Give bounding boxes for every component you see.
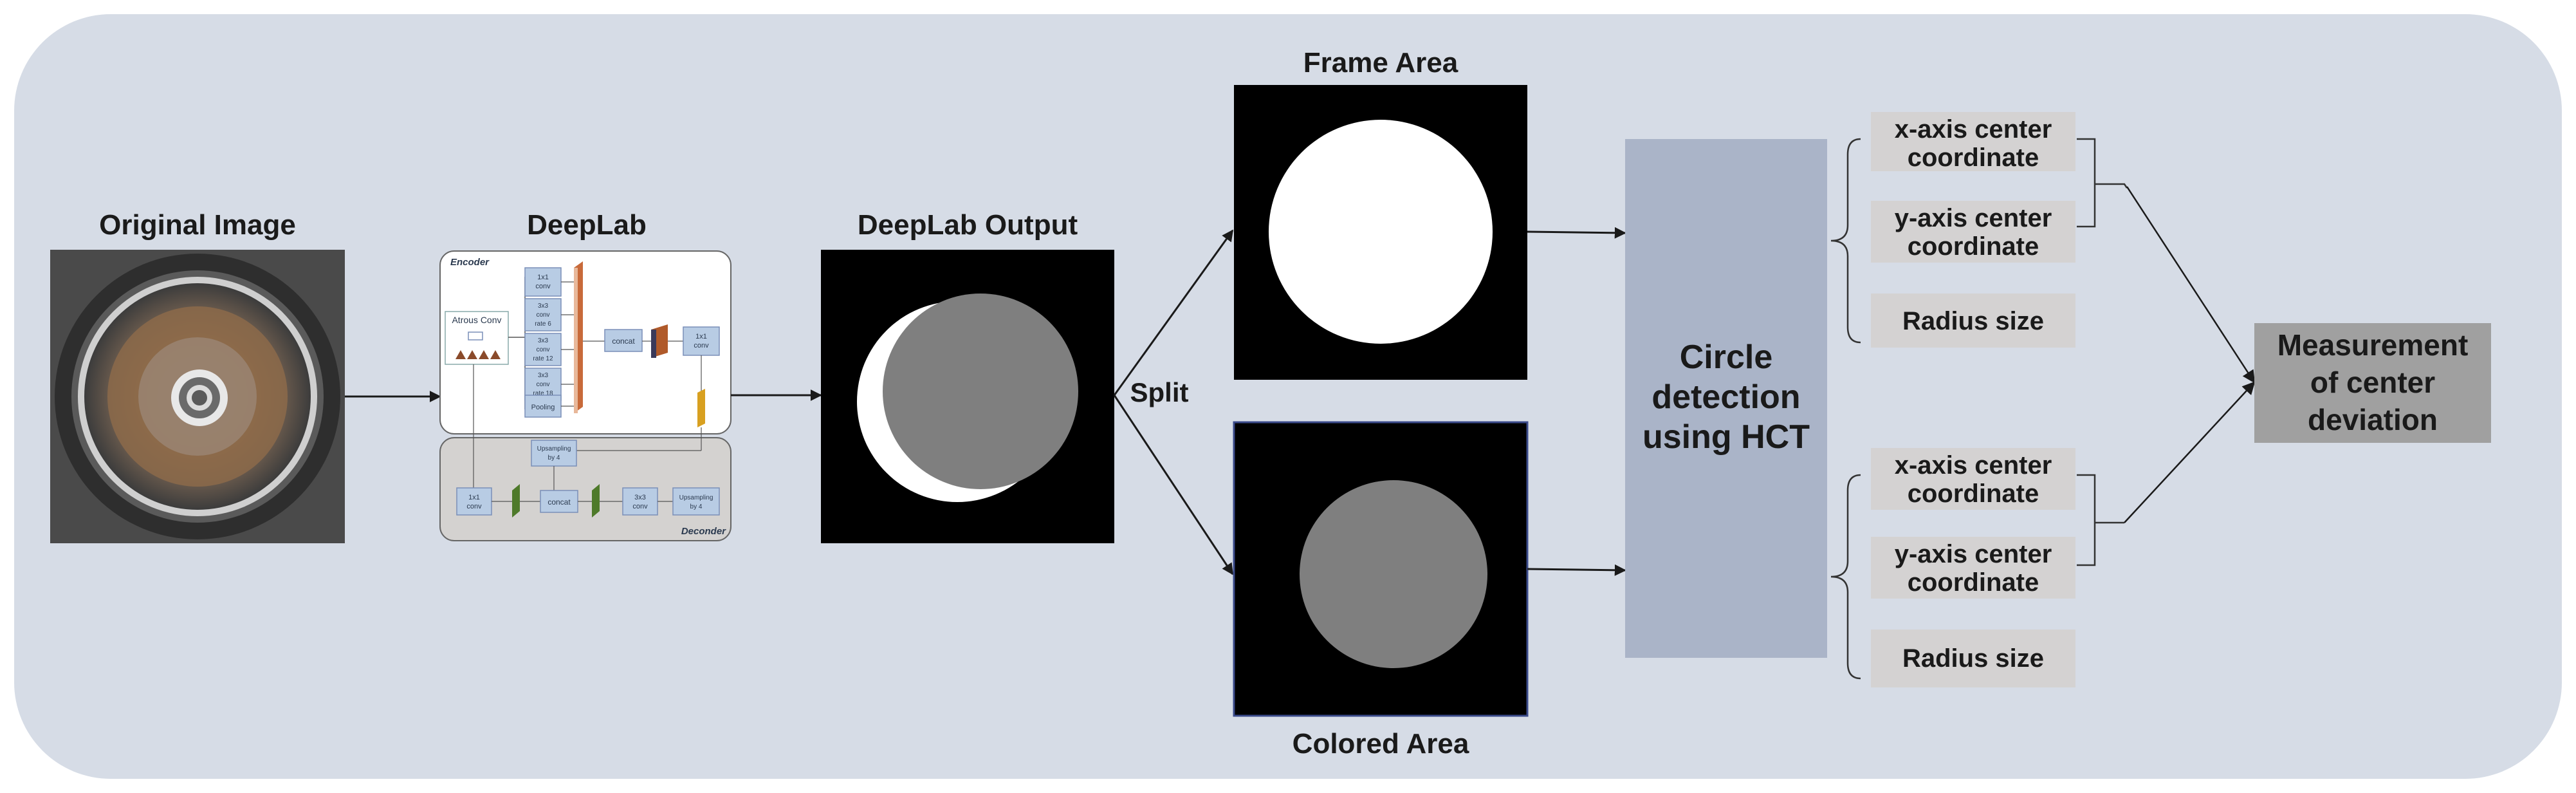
result-text-line2: of center bbox=[2310, 366, 2435, 399]
decoder-concat bbox=[540, 490, 578, 513]
decoder-1x1-conv bbox=[456, 487, 492, 516]
decoder-3x3-conv bbox=[622, 487, 658, 516]
encoder-output-block bbox=[697, 389, 705, 427]
decoder-3x3-text2: conv bbox=[632, 503, 648, 510]
encoder-concat-text: concat bbox=[612, 337, 635, 346]
frame-output-x-line2: coordinate bbox=[1908, 144, 2039, 172]
arrow-frame-to-hct bbox=[1527, 227, 1626, 239]
decoder-upsample-top-text1: Upsampling bbox=[537, 445, 571, 452]
decoder-label: Deconder bbox=[681, 526, 726, 537]
frame-output-x bbox=[1871, 112, 2075, 171]
frame-output-y bbox=[1871, 201, 2075, 263]
frame-area-image bbox=[1234, 85, 1527, 380]
branch-rate12-text1: 3x3 bbox=[538, 337, 549, 344]
frame-output-radius-label: Radius size bbox=[1902, 307, 2044, 335]
hct-box bbox=[1625, 139, 1827, 658]
atrous-conv-label: Atrous Conv bbox=[452, 315, 501, 325]
encoder-concat bbox=[604, 329, 643, 352]
decoder-upsample-bottom bbox=[672, 487, 720, 516]
encoder-label: Encoder bbox=[450, 257, 490, 268]
original-image-title: Original Image bbox=[99, 209, 296, 241]
hct-text-line2: detection bbox=[1651, 378, 1800, 416]
branch-rate6-text1: 3x3 bbox=[538, 303, 549, 310]
branch-rate12 bbox=[524, 333, 562, 366]
decoder-1x1-text2: conv bbox=[466, 503, 482, 510]
hct-text-line1: Circle bbox=[1680, 339, 1773, 376]
decoder-concat-text: concat bbox=[547, 498, 571, 507]
split-label: Split bbox=[1130, 377, 1189, 407]
decoder-upsample-bottom-text2: by 4 bbox=[690, 503, 703, 510]
colored-output-y-line1: y-axis center bbox=[1895, 540, 2052, 568]
colored-output-radius-label: Radius size bbox=[1902, 644, 2044, 673]
branch-1x1-conv-text2: conv bbox=[535, 283, 551, 290]
result-text-line1: Measurement bbox=[2277, 328, 2469, 362]
deeplab-architecture: Encoder Atrous Conv 1x1 conv 3x3 conv ra… bbox=[439, 250, 731, 541]
colored-area-image bbox=[1233, 421, 1529, 717]
hct-text-line3: using HCT bbox=[1642, 418, 1810, 456]
branch-pooling-text: Pooling bbox=[531, 404, 555, 411]
branch-rate6-text3: rate 6 bbox=[535, 321, 551, 328]
arrow-split-to-frame bbox=[1113, 229, 1234, 396]
colored-output-y-line2: coordinate bbox=[1908, 568, 2039, 597]
colored-output-x-line1: x-axis center bbox=[1895, 451, 2052, 480]
branch-1x1-conv-text1: 1x1 bbox=[537, 274, 549, 281]
branch-rate18-text2: conv bbox=[536, 381, 549, 388]
frame-area-title: Frame Area bbox=[1303, 47, 1458, 79]
deeplab-output-image bbox=[821, 250, 1114, 543]
decoder-upsample-top-text2: by 4 bbox=[548, 454, 560, 462]
decoder-3x3-text1: 3x3 bbox=[634, 494, 646, 501]
frame-xy-bracket bbox=[2077, 138, 2096, 228]
colored-output-radius bbox=[1871, 630, 2075, 687]
colored-xy-bracket bbox=[2077, 474, 2096, 566]
colored-outputs-brace bbox=[1830, 474, 1861, 680]
frame-outputs-brace bbox=[1830, 138, 1861, 344]
result-text-line3: deviation bbox=[2308, 403, 2438, 436]
encoder-1x1-text1: 1x1 bbox=[695, 333, 707, 341]
colored-area-title: Colored Area bbox=[1293, 728, 1469, 760]
frame-output-radius bbox=[1871, 294, 2075, 348]
colored-output-x bbox=[1871, 448, 2075, 510]
decoder-upsample-top bbox=[531, 440, 577, 467]
frame-output-y-line1: y-axis center bbox=[1895, 204, 2052, 232]
colored-output-x-line2: coordinate bbox=[1908, 480, 2039, 508]
branch-rate12-text3: rate 12 bbox=[533, 355, 553, 362]
original-image-photo bbox=[50, 250, 345, 543]
arrow-colored-to-result bbox=[2124, 381, 2256, 523]
decoder-green-block-1 bbox=[512, 484, 520, 518]
decoder-upsample-bottom-text1: Upsampling bbox=[679, 494, 713, 501]
arrow-split-to-colored bbox=[1113, 395, 1234, 575]
arrow-frame-to-result bbox=[2126, 186, 2256, 384]
decoder-1x1-text1: 1x1 bbox=[468, 494, 480, 501]
branch-pooling bbox=[524, 395, 562, 418]
arrow-colored-to-hct bbox=[1527, 564, 1626, 576]
branch-rate12-text2: conv bbox=[536, 346, 549, 353]
deeplab-output-title: DeepLab Output bbox=[858, 209, 1078, 241]
frame-output-x-line1: x-axis center bbox=[1895, 115, 2052, 144]
branch-rate18-text3: rate 18 bbox=[533, 390, 553, 397]
deeplab-title: DeepLab bbox=[527, 209, 647, 241]
branch-rate18-text1: 3x3 bbox=[538, 372, 549, 379]
result-box bbox=[2254, 323, 2491, 443]
encoder-1x1-conv bbox=[683, 326, 720, 356]
colored-output-y bbox=[1871, 537, 2075, 599]
decoder-green-block-2 bbox=[592, 484, 600, 518]
aspp-branches: 1x1 conv 3x3 conv rate 6 3x3 conv rate 1… bbox=[524, 267, 562, 418]
encoder-box bbox=[439, 250, 731, 434]
branch-rate6-text2: conv bbox=[536, 312, 549, 319]
encoder-1x1-text2: conv bbox=[694, 342, 709, 350]
frame-outputs: x-axis center coordinate y-axis center c… bbox=[1871, 112, 2075, 348]
colored-outputs: x-axis center coordinate y-axis center c… bbox=[1871, 448, 2075, 687]
frame-output-y-line2: coordinate bbox=[1908, 232, 2039, 261]
branch-1x1-conv bbox=[524, 267, 562, 297]
